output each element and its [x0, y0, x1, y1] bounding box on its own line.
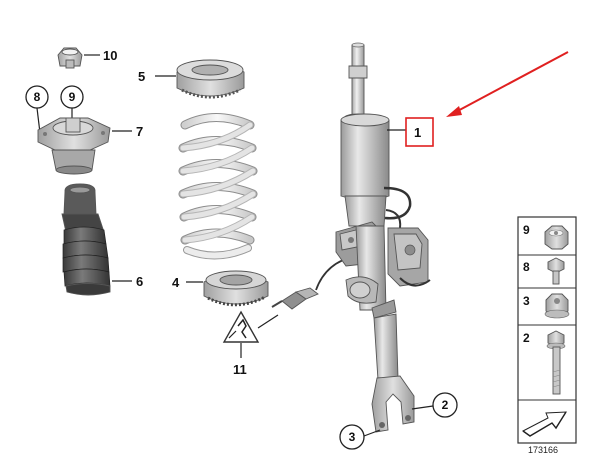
part-1-strut-assembly [335, 42, 431, 433]
svg-text:2: 2 [442, 398, 449, 412]
callout-10: 10 [103, 48, 117, 63]
panel-label-2: 2 [523, 331, 530, 345]
svg-text:8: 8 [34, 90, 41, 104]
bolt-8-icon [547, 257, 565, 285]
panel-label-3: 3 [523, 294, 530, 308]
callout-2-circle: 2 [411, 392, 458, 418]
callout-1: 1 [414, 125, 421, 140]
part-6-dust-boot: 6 [61, 183, 143, 296]
part-11-warning-label: 11 [222, 310, 279, 377]
svg-text:3: 3 [349, 430, 356, 444]
callout-1-highlight: 1 [387, 117, 434, 147]
fastener-panel: 9 8 3 2 [517, 216, 577, 444]
callout-9-circle: 9 [60, 85, 84, 118]
panel-label-8: 8 [523, 260, 530, 274]
sensor-cable [271, 255, 357, 310]
orientation-arrow-icon [522, 411, 567, 437]
bolt-2-icon [546, 330, 566, 395]
part-7-top-mount: 7 [37, 117, 143, 175]
callout-4: 4 [172, 275, 180, 290]
red-pointer-arrow [446, 51, 569, 117]
part-5-upper-spring-seat: 5 [138, 59, 245, 99]
nut-9-icon [544, 225, 569, 250]
part-10-nut: 10 [57, 47, 117, 69]
diagram-reference-number: 173166 [528, 445, 558, 455]
svg-text:9: 9 [69, 90, 76, 104]
callout-5: 5 [138, 69, 145, 84]
callout-6: 6 [136, 274, 143, 289]
panel-label-9: 9 [523, 223, 530, 237]
coil-spring [178, 113, 258, 260]
part-4-lower-spring-seat: 4 [172, 270, 269, 307]
callout-3-circle: 3 [339, 424, 381, 450]
callout-11: 11 [233, 362, 247, 377]
nut-3-icon [544, 293, 570, 319]
callout-7: 7 [136, 124, 143, 139]
